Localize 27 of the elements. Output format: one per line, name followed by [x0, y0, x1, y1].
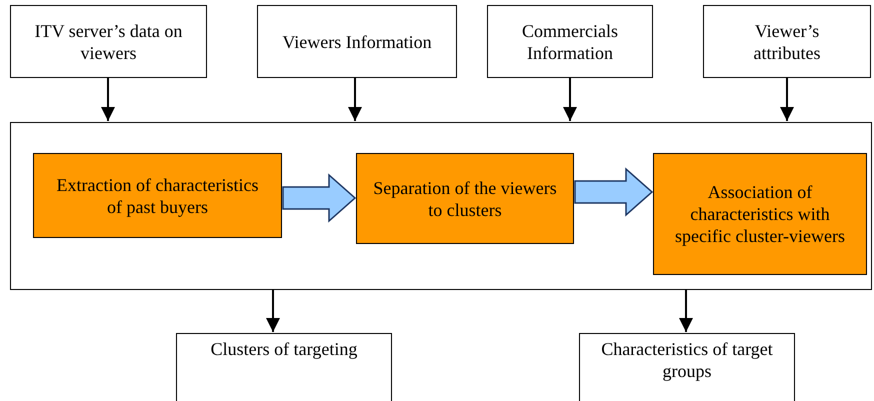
node-label: Extraction of characteristics of past buyers	[56, 174, 260, 218]
arrow	[101, 78, 115, 121]
node-label: Separation of the viewers to clusters	[372, 176, 558, 220]
block-arrow	[574, 167, 654, 217]
arrow	[266, 290, 280, 332]
arrow	[780, 78, 794, 121]
input-box	[703, 5, 871, 78]
output-box	[176, 333, 392, 401]
process-box	[33, 153, 282, 238]
arrow	[679, 290, 693, 332]
output-box	[579, 333, 795, 401]
process-box	[653, 153, 867, 275]
arrow	[348, 78, 362, 121]
node-label: ITV server’s data on viewers	[34, 20, 184, 64]
block-arrow	[282, 173, 356, 223]
node-label: Commercials Information	[521, 20, 619, 64]
process-box	[356, 153, 574, 244]
node-label: Association of characteristics with specific cluster-viewers	[674, 181, 846, 247]
process-container	[10, 122, 872, 290]
arrow	[563, 78, 577, 121]
input-box	[10, 5, 207, 78]
node-label: Clusters of targeting	[210, 338, 358, 360]
node-label: Viewers Information	[281, 30, 433, 52]
input-box	[257, 5, 457, 78]
node-label: Characteristics of target groups	[600, 338, 774, 382]
input-box	[487, 5, 653, 78]
node-label: Viewer’s attributes	[752, 20, 822, 64]
